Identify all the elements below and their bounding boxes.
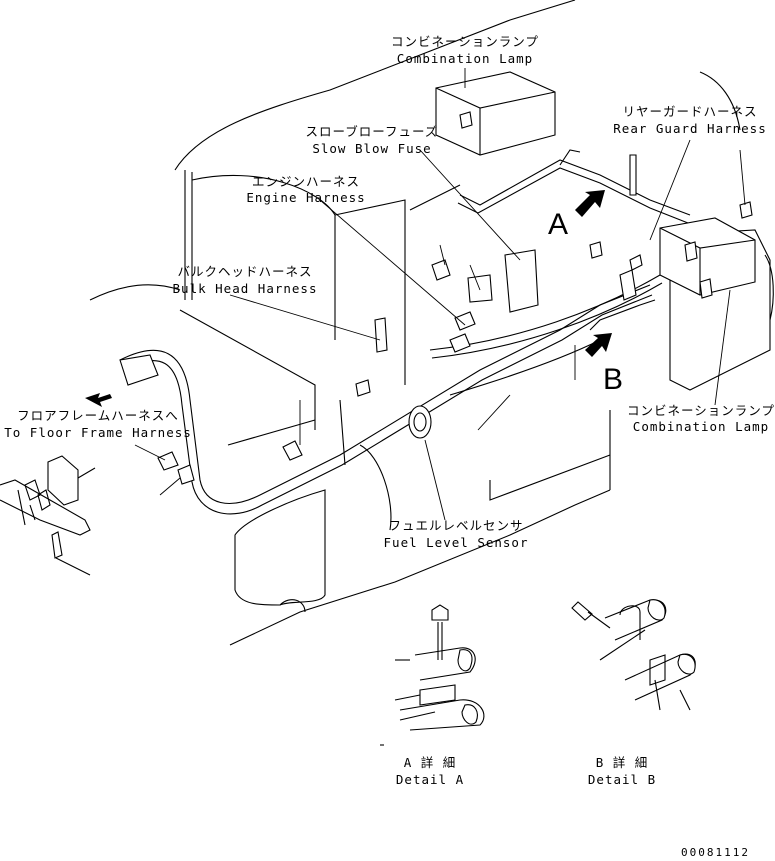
marker-a: A [548,208,569,241]
detail-a-label-jp: A 詳 細 [403,755,457,770]
leader-lines [134,68,746,521]
combination-lamp-right-label-jp: コンビネーションランプ [627,403,775,418]
engine-harness-label-jp: エンジンハーネス [251,174,361,189]
marker-b: B [603,363,624,396]
combination-lamp-top-label-jp: コンビネーションランプ [391,34,539,49]
fuel-level-sensor-label-jp: フュエルレベルセンサ [388,518,524,533]
combination-lamp-right-label-en: Combination Lamp [632,419,770,434]
bulk-head-harness-label-jp: バルクヘッドハーネス [177,264,313,279]
detail-b-label-jp: B 詳 細 [595,755,649,770]
detail-b-drawing [571,599,696,711]
fuel-level-sensor-label-en: Fuel Level Sensor [383,535,529,550]
rear-guard-harness-label-en: Rear Guard Harness [613,121,767,136]
detail-a-label-en: Detail A [395,772,465,787]
floor-frame-harness-label-en: To Floor Frame Harness [4,425,192,440]
left-bracket [0,455,96,576]
combination-lamp-top-label-en: Combination Lamp [396,51,534,66]
fuel-level-sensor-shape [408,405,432,439]
view-arrows [85,190,612,407]
slow-blow-fuse-label-en: Slow Blow Fuse [312,141,432,156]
floor-harness-loop [234,444,392,613]
main-harness [119,149,691,515]
engine-harness-label-en: Engine Harness [246,190,366,205]
bulk-head-harness-label-en: Bulk Head Harness [172,281,318,296]
detail-a-drawing [380,604,485,746]
floor-frame-harness-label-jp: フロアフレームハーネスへ [17,408,179,423]
rear-tank [669,71,774,391]
cab-outline [89,0,611,646]
combination-lamp-top-box [435,71,556,156]
connectors [119,111,753,485]
slow-blow-fuse-label-jp: スローブローフューズ [305,124,439,139]
combination-lamp-right-box [659,217,756,296]
rear-guard-harness-label-jp: リヤーガードハーネス [622,104,758,119]
drawing-code: 00081112 [681,846,750,859]
detail-b-label-en: Detail B [587,772,657,787]
